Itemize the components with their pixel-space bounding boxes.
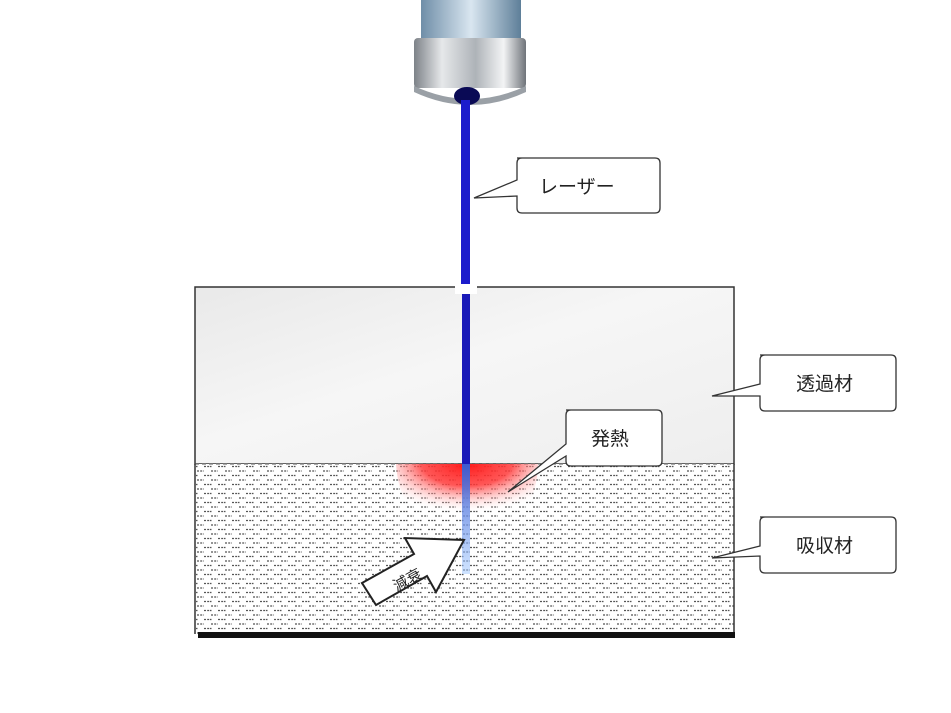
callout-transmissive: 透過材	[711, 354, 897, 412]
absorptive-label: 吸収材	[796, 535, 853, 557]
callout-laser: レーザー	[473, 157, 661, 214]
laser-head	[414, 0, 526, 105]
laser-head-bottom	[414, 86, 526, 105]
laser-head-top	[421, 0, 521, 40]
laser-beam	[455, 100, 477, 574]
laser-beam-attenuated	[462, 464, 470, 574]
transmissive-label: 透過材	[796, 373, 853, 395]
laser-beam-upper	[461, 100, 470, 286]
base-line	[198, 632, 735, 638]
laser-beam-middle	[462, 294, 470, 464]
laser-nozzle	[454, 87, 480, 105]
attenuation-arrow: 減衰	[360, 536, 466, 607]
callout-absorptive: 吸収材	[711, 516, 897, 574]
laser-beam-gap	[455, 284, 477, 294]
laser-head-body	[414, 38, 526, 88]
laser-label: レーザー	[539, 176, 615, 198]
callout-heat: 発熱	[507, 409, 663, 493]
heat-label: 発熱	[591, 428, 629, 450]
